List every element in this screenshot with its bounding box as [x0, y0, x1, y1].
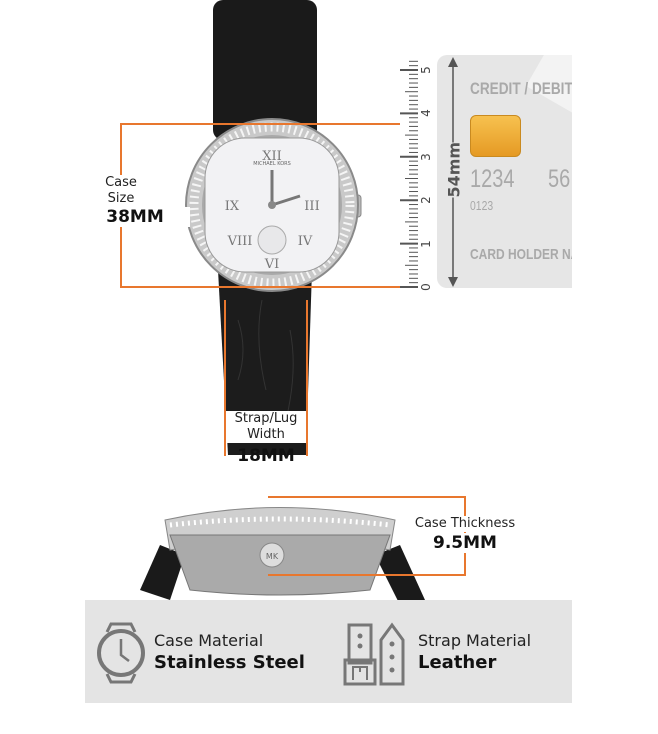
case-thickness-label: Case Thickness [410, 516, 520, 532]
ruler [400, 60, 418, 288]
case-size-label: Case Size [90, 175, 152, 207]
side-logo: MK [266, 552, 279, 561]
ruler-label: 4 [419, 109, 433, 118]
strap-material-label: Strap Material [418, 631, 532, 650]
thickness-bottom-line [268, 574, 466, 576]
watch-side-image: MK [140, 507, 425, 605]
ruler-label: 0 [419, 283, 433, 291]
ruler-label: 5 [419, 66, 433, 74]
card-number-part2: 56 [548, 165, 571, 193]
case-size-top-line [120, 123, 400, 125]
svg-text:IX: IX [225, 199, 240, 214]
strap-material-value: Leather [418, 652, 497, 673]
strap-width-value: 18MM [237, 446, 295, 466]
strap-icon [343, 622, 405, 686]
strap-width-label-line1: Strap/Lug [234, 411, 298, 426]
card-sub-number: 0123 [470, 198, 494, 213]
ruler-label: 1 [419, 239, 433, 248]
chip-icon [470, 115, 521, 157]
svg-text:VIII: VIII [227, 234, 253, 249]
watch-front-image: MICHAEL KORS XII III IX VIII IV VI [185, 0, 362, 455]
svg-text:III: III [304, 199, 319, 214]
ruler-label: 3 [419, 152, 433, 161]
strap-left-line [224, 300, 226, 456]
card-holder: CARD HOLDER NAME [470, 246, 572, 263]
case-size-label-line2: Size [107, 191, 135, 206]
svg-text:XII: XII [262, 149, 282, 164]
case-size-bottom-line [120, 286, 400, 288]
thickness-top-line [268, 496, 466, 498]
strap-right-line [306, 300, 308, 456]
card-title: CREDIT / DEBIT [470, 79, 572, 98]
strap-width-label: Strap/Lug Width [226, 411, 306, 443]
case-material-value: Stainless Steel [154, 652, 305, 673]
case-material-label: Case Material [154, 631, 264, 650]
case-size-label-line1: Case [105, 175, 137, 190]
materials-panel: Case Material Stainless Steel Strap Mate… [85, 600, 572, 703]
dial-brand: MICHAEL KORS [253, 161, 291, 167]
svg-text:IV: IV [298, 234, 313, 249]
strap-width-label-line2: Width [247, 427, 285, 442]
svg-text:VI: VI [264, 257, 280, 272]
card-height-label: 54mm [444, 141, 465, 198]
case-thickness-value: 9.5MM [410, 533, 520, 553]
watch-icon [97, 622, 145, 684]
credit-card: CREDIT / DEBIT 1234 56 0123 CARD HOLDER … [437, 55, 572, 288]
card-number-part1: 1234 [470, 165, 515, 193]
ruler-label: 2 [419, 196, 433, 205]
case-size-value: 38MM [80, 207, 190, 227]
